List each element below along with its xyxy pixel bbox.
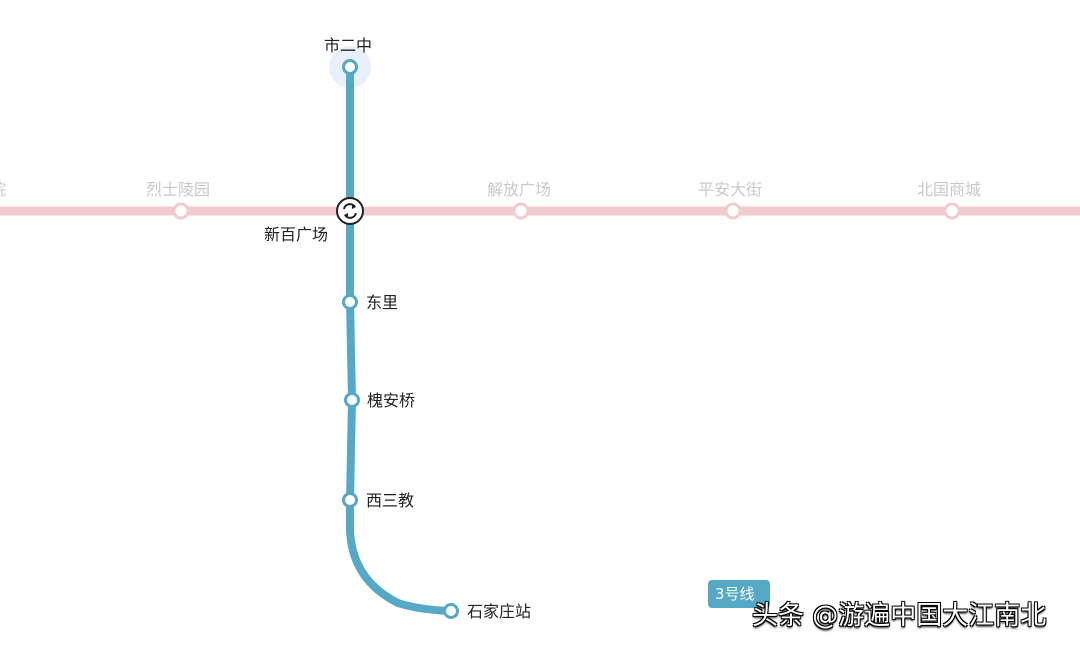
line-3-track: [346, 63, 455, 615]
station-label[interactable]: 医院: [0, 180, 6, 199]
station-marker[interactable]: [943, 202, 961, 220]
station-label[interactable]: 解放广场: [487, 180, 551, 199]
station-marker[interactable]: [342, 294, 358, 310]
station-label[interactable]: 平安大街: [698, 180, 762, 199]
line-3-badge[interactable]: 3号线: [708, 580, 770, 608]
station-marker[interactable]: [342, 59, 358, 75]
station-label[interactable]: 石家庄站: [467, 602, 531, 621]
station-label[interactable]: 东里: [366, 293, 398, 312]
station-marker[interactable]: [443, 603, 459, 619]
station-label[interactable]: 新百广场: [264, 225, 328, 244]
station-marker[interactable]: [342, 492, 358, 508]
watermark: 头条 @游遍中国大江南北: [752, 601, 1047, 631]
station-marker[interactable]: [512, 202, 530, 220]
line-1-stations: 医院 烈士陵园 解放广场 平安大街 北国商城: [0, 180, 981, 220]
station-label[interactable]: 市二中: [324, 36, 372, 55]
station-label[interactable]: 西三教: [366, 491, 414, 510]
transfer-icon[interactable]: [336, 197, 364, 225]
station-marker[interactable]: [172, 202, 190, 220]
station-label[interactable]: 烈士陵园: [146, 180, 210, 199]
station-label[interactable]: 槐安桥: [367, 391, 415, 410]
station-marker[interactable]: [344, 392, 360, 408]
station-label[interactable]: 北国商城: [917, 180, 981, 199]
line-3-stations: 市二中 新百广场 东里 槐安桥 西三教 石家庄站: [264, 36, 531, 621]
station-marker[interactable]: [724, 202, 742, 220]
